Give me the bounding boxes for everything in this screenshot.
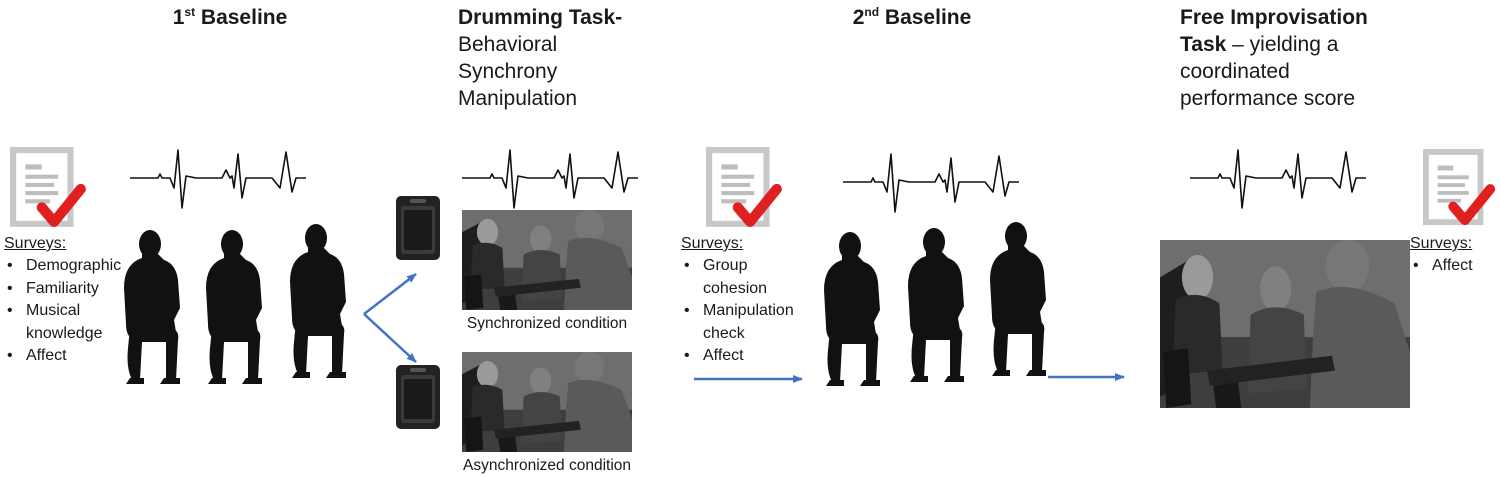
stage-title-baseline-1: 1st Baseline	[172, 5, 288, 29]
caption-synchronized: Synchronized condition	[466, 315, 628, 332]
survey-item-continued: cohesion	[703, 279, 768, 297]
heartbeat-icon	[1189, 149, 1367, 209]
survey-item-continued: knowledge	[26, 324, 103, 342]
people-silhouette-icon	[124, 224, 346, 384]
stage-title-drumming: Drumming Task- Behavioral Synchrony Mani…	[458, 4, 648, 112]
stage-title-baseline-2: 2nd Baseline	[852, 5, 972, 29]
heartbeat-icon	[129, 149, 307, 209]
document-check-icon	[706, 148, 786, 230]
survey-item: Group	[681, 255, 821, 278]
survey-item-continued: check	[703, 324, 745, 342]
group-photo-icon	[462, 352, 632, 452]
speaker-icon	[396, 196, 440, 260]
stage-title-improvisation: Free Improvisation Task – yielding a coo…	[1180, 6, 1368, 110]
survey-item: Affect	[1410, 255, 1500, 278]
survey-item: Musical	[4, 300, 134, 323]
caption-asynchronized: Asynchronized condition	[462, 457, 632, 474]
drumming-line-1: Behavioral	[458, 33, 558, 56]
survey-list-first: Surveys: Demographic Familiarity Musical…	[4, 233, 134, 368]
document-check-icon	[10, 148, 90, 230]
survey-item: Affect	[4, 345, 134, 368]
speaker-icon	[396, 365, 440, 429]
survey-list-second: Surveys: Group cohesion Manipulation che…	[681, 233, 821, 368]
survey-heading: Surveys:	[4, 235, 67, 252]
arrow-icon	[363, 273, 417, 363]
group-photo-icon	[462, 210, 632, 310]
arrow-icon	[1048, 373, 1125, 381]
people-silhouette-icon	[824, 222, 1046, 386]
survey-item: Familiarity	[4, 278, 134, 301]
drumming-line-2: Synchrony	[458, 60, 558, 83]
heartbeat-icon	[461, 149, 639, 209]
heartbeat-icon	[842, 153, 1020, 213]
group-photo-icon	[1160, 240, 1410, 408]
document-check-icon	[1423, 150, 1499, 228]
survey-item: Manipulation	[681, 300, 821, 323]
survey-heading: Surveys:	[681, 235, 744, 252]
drumming-line-3: Manipulation	[458, 87, 578, 110]
survey-item: Demographic	[4, 255, 134, 278]
arrow-icon	[694, 375, 803, 383]
drumming-title-bold: Drumming Task-	[458, 6, 623, 29]
survey-list-third: Surveys: Affect	[1410, 233, 1500, 278]
survey-item: Affect	[681, 345, 821, 368]
survey-heading: Surveys:	[1410, 235, 1473, 252]
